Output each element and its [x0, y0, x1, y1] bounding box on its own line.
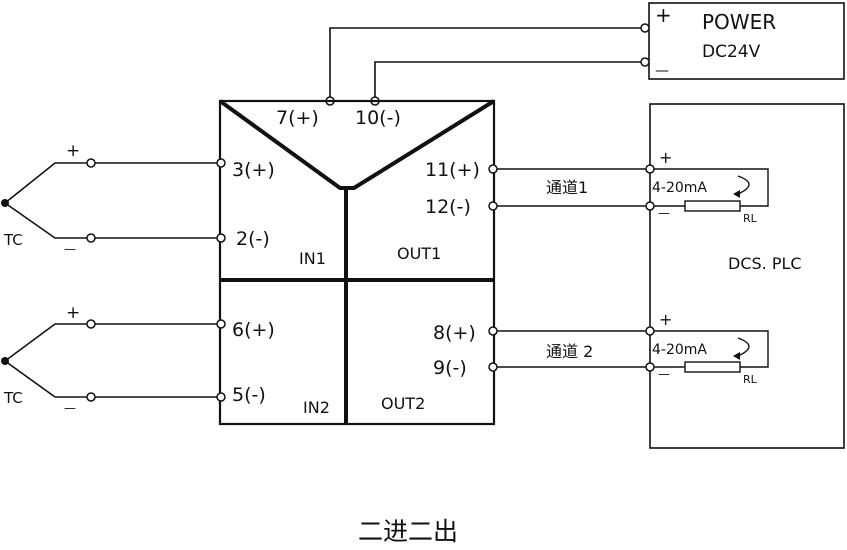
- out1-label: OUT1: [397, 244, 441, 263]
- tc1-plus-sign: +: [66, 141, 80, 161]
- loop2-current: 4-20mA: [652, 342, 707, 358]
- tc2-junction: [1, 357, 9, 365]
- loop1-load: RL: [743, 212, 758, 225]
- power-title: POWER: [702, 10, 776, 34]
- out2-minus-label: 9(-): [433, 357, 467, 379]
- power-minus-sign: —: [655, 63, 669, 79]
- out2-plus-label: 8(+): [433, 322, 476, 344]
- terminal-6: [216, 319, 226, 329]
- tc2-plus-terminal: [86, 319, 96, 329]
- tc1-junction: [1, 199, 9, 207]
- terminal-11: [488, 164, 498, 174]
- power-supply: + POWER DC24V —: [648, 2, 845, 80]
- in1-plus-label: 3(+): [232, 159, 275, 181]
- terminal-10-label: 10(-): [355, 107, 401, 129]
- diagram-caption: 二进二出: [358, 517, 458, 546]
- dcs-plc: DCS. PLC + — 4-20mA RL + — 4-20mA: [645, 103, 845, 449]
- loop1-plus-sign: +: [659, 148, 672, 167]
- tc1-minus-terminal: [86, 233, 96, 243]
- dcs-label: DCS. PLC: [728, 254, 802, 273]
- terminal-2: [216, 233, 226, 243]
- channel-2-wiring: 通道 2: [488, 326, 650, 372]
- dcs-loop-1: + — 4-20mA RL: [645, 148, 769, 225]
- tc2-label: TC: [3, 389, 23, 407]
- terminal-9: [488, 362, 498, 372]
- load-resistor-1: [684, 200, 741, 212]
- isolator-module: 7(+) 10(-) 3(+) 2(-) IN1 11(+) 12(-) OUT…: [218, 99, 496, 426]
- power-voltage: DC24V: [702, 42, 761, 62]
- out1-plus-label: 11(+): [425, 159, 480, 181]
- out1-minus-label: 12(-): [425, 196, 471, 218]
- current-arrow-2: [733, 352, 740, 360]
- loop1-minus-sign: —: [658, 206, 670, 220]
- terminal-5: [216, 392, 226, 402]
- power-wires: [325, 23, 650, 106]
- loop2-plus-sign: +: [659, 310, 672, 329]
- loop1-current: 4-20mA: [652, 180, 707, 196]
- terminal-8: [488, 326, 498, 336]
- loop2-plus-terminal: [645, 326, 655, 336]
- in1-label: IN1: [299, 249, 326, 268]
- dcs-loop-2: + — 4-20mA RL: [645, 310, 769, 386]
- tc2-plus-sign: +: [66, 303, 80, 323]
- thermocouple-1: + — TC: [1, 141, 226, 256]
- thermocouple-2: + — TC: [1, 303, 226, 415]
- tc2-minus-sign: —: [64, 401, 76, 415]
- loop2-minus-sign: —: [658, 367, 670, 381]
- loop2-load: RL: [743, 373, 758, 386]
- tc1-label: TC: [3, 231, 23, 249]
- in2-plus-label: 6(+): [232, 319, 275, 341]
- terminal-3: [216, 158, 226, 168]
- current-arrow-1: [733, 190, 740, 198]
- terminal-12: [488, 201, 498, 211]
- out2-label: OUT2: [381, 394, 425, 413]
- in2-minus-label: 5(-): [232, 384, 266, 406]
- tc1-plus-terminal: [86, 158, 96, 168]
- terminal-7-label: 7(+): [276, 107, 319, 129]
- power-terminal-plus: [640, 23, 650, 33]
- loop1-plus-terminal: [645, 164, 655, 174]
- tc1-minus-sign: —: [64, 242, 76, 256]
- channel-2-label: 通道 2: [546, 342, 593, 361]
- power-plus-sign: +: [655, 3, 672, 27]
- in2-label: IN2: [303, 398, 330, 417]
- tc2-minus-terminal: [86, 392, 96, 402]
- load-resistor-2: [684, 361, 741, 373]
- power-terminal-minus: [640, 57, 650, 67]
- in1-minus-label: 2(-): [236, 228, 270, 250]
- channel-1-wiring: 通道1: [488, 164, 650, 211]
- channel-1-label: 通道1: [546, 178, 588, 197]
- loop2-minus-terminal: [645, 362, 655, 372]
- loop1-minus-terminal: [645, 201, 655, 211]
